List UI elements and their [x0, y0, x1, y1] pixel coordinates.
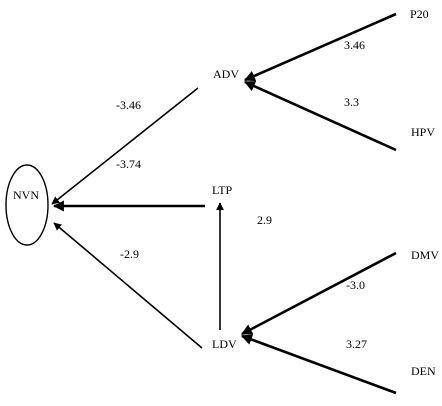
edge-label-p20-adv: 3.46 [344, 38, 365, 52]
edge-label-ldv-nvn: -2.9 [120, 247, 139, 261]
p20-node-label: P20 [410, 7, 429, 21]
edge-dmv-to-ldv [241, 251, 397, 336]
edge-ldv-to-nvn [53, 222, 203, 349]
edge-adv-to-nvn [51, 87, 199, 205]
edge-label-adv-nvn: -3.46 [116, 98, 141, 112]
ldv-node-label: LDV [212, 337, 237, 351]
nvn-node-ellipse [5, 164, 49, 246]
ltp-node-label: LTP [212, 183, 233, 197]
edge-label-ldv-ltp: 2.9 [257, 213, 272, 227]
edge-label-hpv-adv: 3.3 [344, 95, 359, 109]
hpv-node-label: HPV [411, 125, 435, 139]
edge-label-ltp-nvn: -3.74 [116, 157, 141, 171]
nvn-node-label: NVN [13, 188, 39, 202]
edge-label-den-ldv: 3.27 [346, 337, 367, 351]
edge-hpv-to-adv [243, 80, 397, 152]
dmv-node-label: DMV [411, 248, 439, 262]
edge-label-dmv-ldv: -3.0 [346, 278, 365, 292]
edge-p20-to-adv [243, 12, 397, 82]
den-node-label: DEN [411, 364, 436, 378]
edge-den-to-ldv [240, 334, 397, 395]
adv-node-label: ADV [213, 67, 239, 81]
